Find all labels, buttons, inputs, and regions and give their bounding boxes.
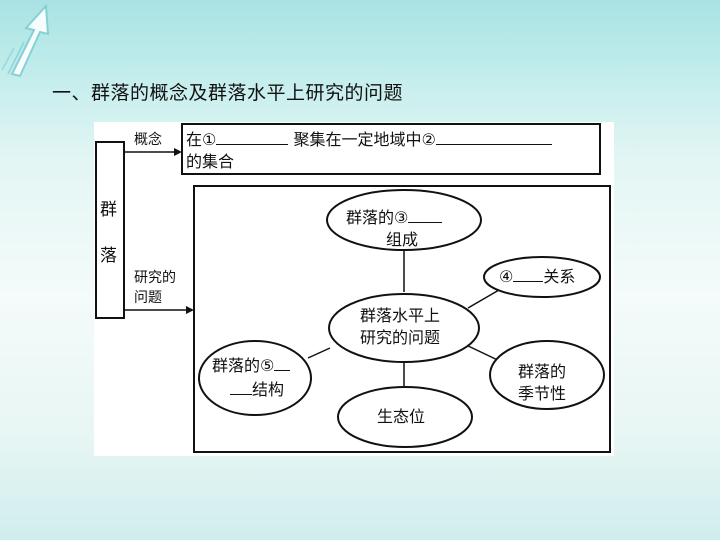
label-research-2: 问题 — [134, 290, 162, 306]
node-bottom-text: 生态位 — [377, 407, 426, 426]
blank-2 — [435, 130, 552, 145]
node-left-line-1: 群落的⑤ — [212, 356, 291, 376]
concept-line-1: 在① 聚集在一定地域中② — [186, 130, 552, 150]
section-heading: 一、群落的概念及群落水平上研究的问题 — [52, 82, 404, 104]
concept-part-1: 在① — [186, 130, 217, 149]
concept-map: 群 落 概念 研究的 问题 在① 聚集在一定地域中② 的集合 群落的③ 组成 ④… — [94, 122, 614, 456]
concept-box — [181, 123, 601, 175]
node-left-line-2: 结构 — [230, 380, 284, 400]
concept-part-3: 的集合 — [186, 152, 235, 171]
node-center-line-1: 群落水平上 — [360, 306, 441, 325]
node-bottom — [337, 386, 473, 448]
node-left — [198, 340, 312, 416]
node-left-text-2: 结构 — [252, 380, 285, 399]
concept-part-2: 聚集在一定地域中② — [293, 130, 436, 149]
node-right-top-num: ④ — [499, 267, 514, 286]
diagram-lines — [95, 123, 611, 453]
node-right-top-text: ④ 关系 — [499, 267, 575, 287]
node-top-text-1: 群落的③ — [346, 208, 409, 227]
node-top-line-1: 群落的③ — [346, 208, 443, 228]
community-box — [95, 141, 125, 319]
blank-4 — [513, 267, 544, 282]
decorative-arrow-icon — [1, 3, 50, 78]
node-right-top — [483, 256, 601, 298]
blank-3 — [408, 208, 443, 223]
node-right-bottom — [489, 340, 605, 410]
blank-1 — [216, 130, 289, 145]
arrow-head-research — [186, 306, 194, 314]
label-research-1: 研究的 — [134, 270, 176, 286]
arrow-head-concept — [174, 148, 182, 156]
community-char-2: 落 — [100, 246, 117, 266]
node-right-bottom-line-2: 季节性 — [518, 384, 567, 403]
node-top-line-2: 组成 — [386, 230, 419, 249]
node-right-top-suffix: 关系 — [543, 267, 576, 286]
node-center-line-2: 研究的问题 — [360, 328, 441, 347]
node-right-bottom-line-1: 群落的 — [518, 362, 567, 381]
community-char-1: 群 — [100, 200, 117, 220]
blank-5a — [274, 356, 291, 371]
blank-5b — [230, 380, 252, 395]
label-concept: 概念 — [134, 132, 162, 148]
node-top — [326, 189, 482, 251]
node-left-text-1: 群落的⑤ — [212, 356, 275, 375]
node-center — [328, 293, 480, 363]
